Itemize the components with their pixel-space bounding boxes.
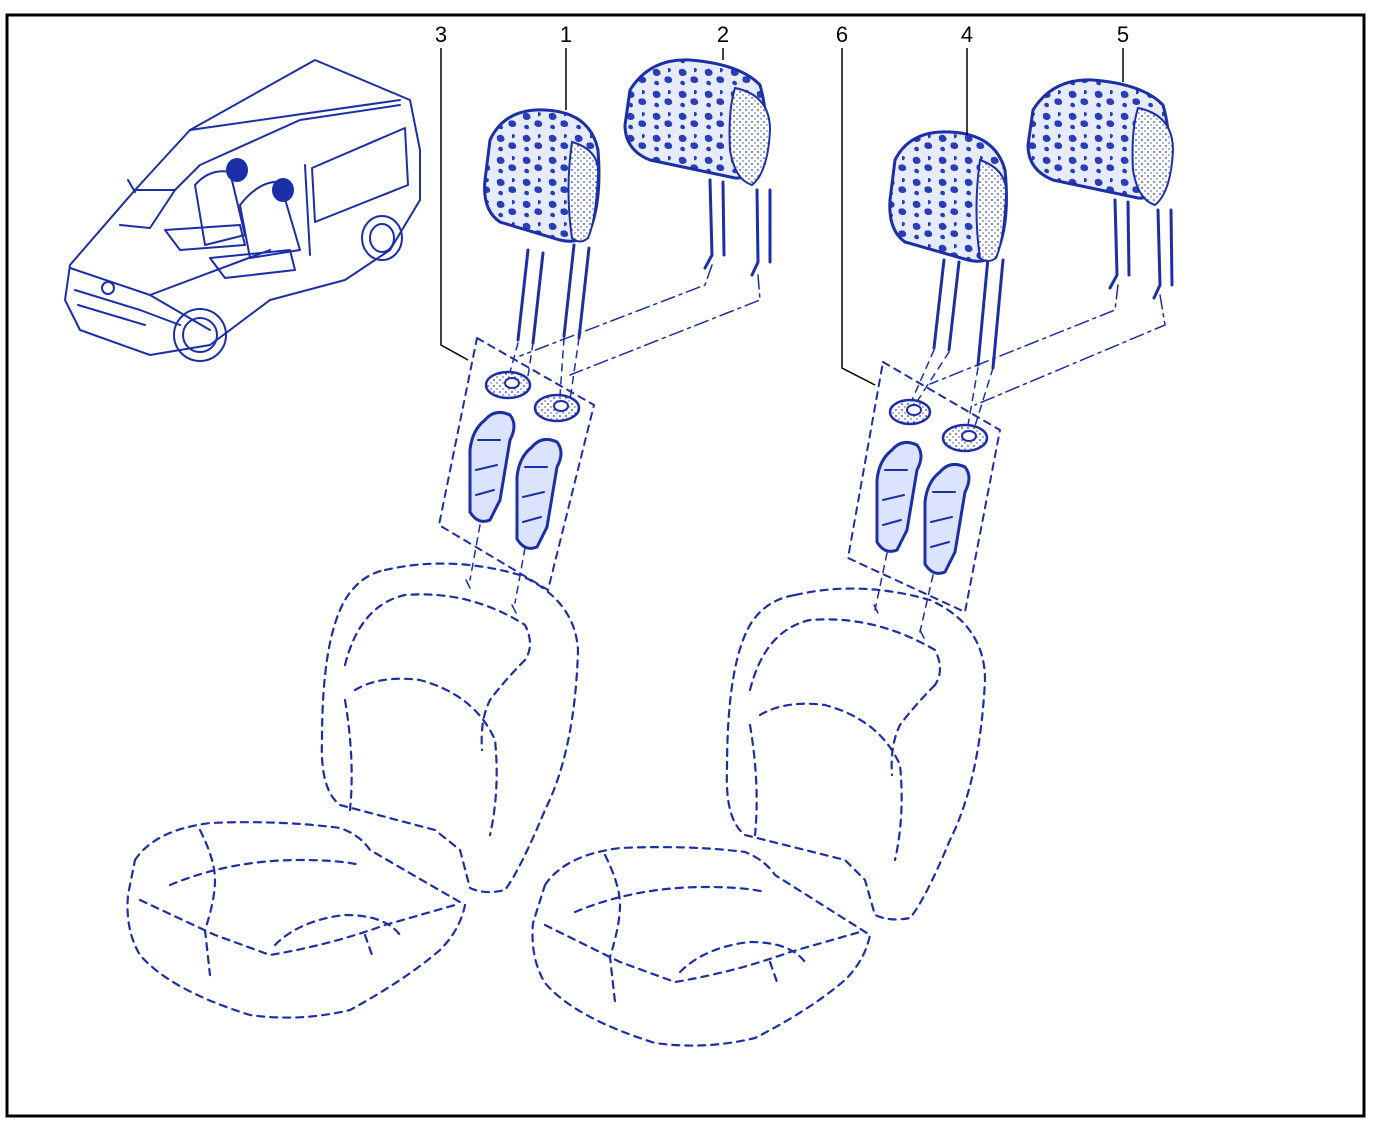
callout-leaders — [440, 48, 1124, 386]
van-headrest-highlight-icon — [226, 158, 248, 182]
callout-5: 5 — [1117, 22, 1129, 47]
headrest-1 — [483, 108, 601, 345]
callout-leader-3 — [440, 48, 469, 361]
guide-kit-outline-3 — [438, 337, 595, 591]
headrest-5 — [1026, 78, 1175, 300]
guide-kit-outline-6 — [847, 361, 1001, 613]
headrest-2 — [623, 58, 772, 277]
van-thumbnail — [64, 59, 421, 362]
front-seat-right-outline — [531, 587, 987, 1047]
guide-assembly-6 — [847, 361, 1001, 613]
callout-1: 1 — [560, 22, 572, 47]
guide-assembly-3 — [438, 337, 595, 591]
callout-6: 6 — [836, 22, 848, 47]
van-headrest-highlight-icon — [272, 178, 294, 202]
callout-4: 4 — [961, 22, 973, 47]
headrest-4 — [888, 130, 1008, 370]
callout-2: 2 — [717, 22, 729, 47]
assembly-lines — [465, 264, 1166, 639]
callout-3: 3 — [435, 22, 447, 47]
front-seat-left-outline — [126, 562, 580, 1019]
callout-leader-6 — [841, 48, 876, 386]
